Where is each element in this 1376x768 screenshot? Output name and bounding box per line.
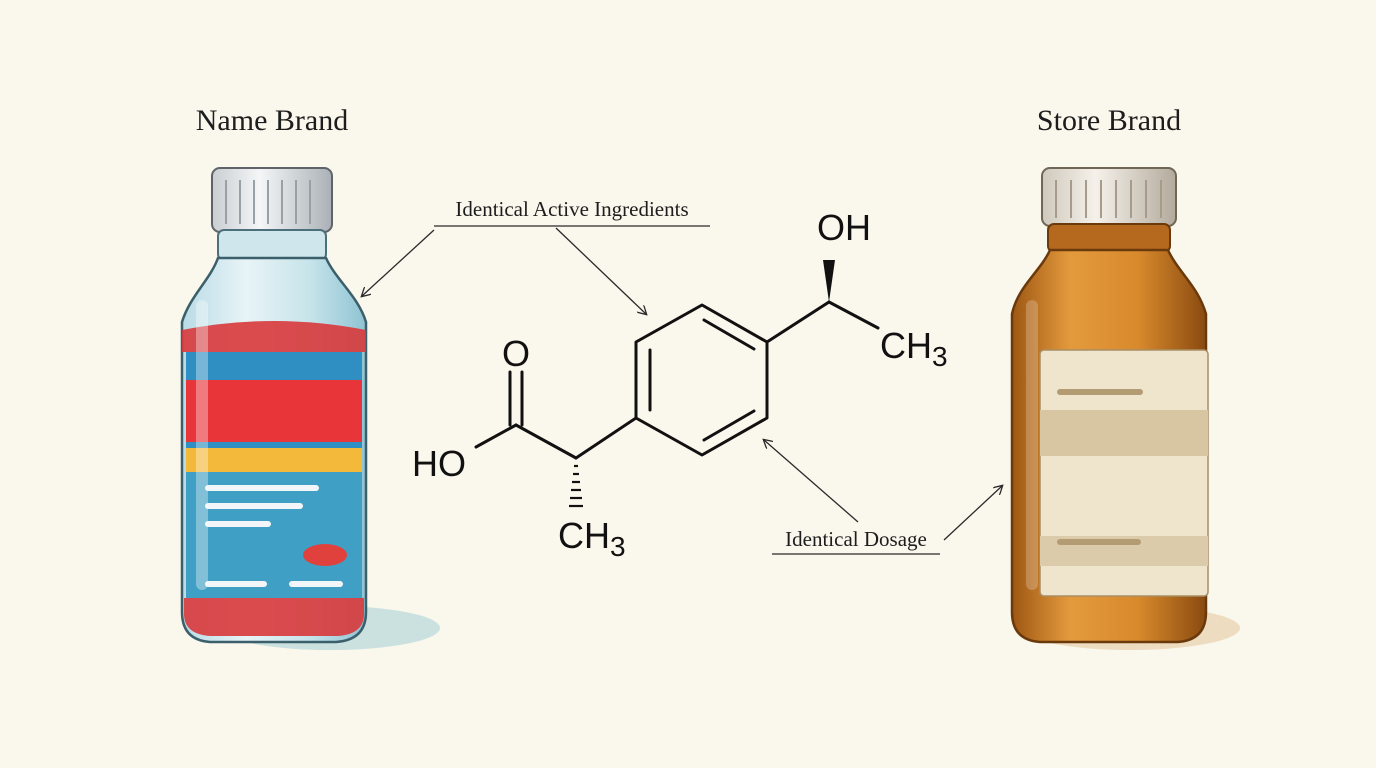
- name-brand-title: Name Brand: [196, 104, 348, 137]
- name-brand-bottle: [180, 167, 440, 650]
- bottle-neck: [1047, 223, 1171, 253]
- arrow-to-molecule-top: [555, 227, 646, 314]
- arrow-to-store-brand: [943, 486, 1002, 541]
- benzene-ring: [634, 303, 769, 457]
- active-ingredients-label: Identical Active Ingredients: [455, 197, 688, 221]
- bond-to-ch3: [827, 300, 880, 330]
- bottle-cap: [211, 167, 333, 233]
- hashed-bond: [569, 464, 583, 508]
- bond-alpha-to-carbonyl: [514, 423, 578, 460]
- bond-to-ho: [474, 423, 518, 449]
- bond-ring-to-alpha: [574, 416, 638, 460]
- ch3-right-label: CH3: [880, 325, 948, 372]
- store-brand-bottle: [1010, 167, 1240, 650]
- arrow-to-molecule-ring: [764, 440, 859, 523]
- ho-left-label: HO: [412, 443, 466, 484]
- dosage-label: Identical Dosage: [785, 527, 927, 551]
- store-brand-title: Store Brand: [1037, 104, 1181, 137]
- wedge-bond: [823, 260, 835, 302]
- bond-ring-to-chiral: [765, 300, 831, 344]
- oh-top-label: OH: [817, 207, 871, 248]
- bottle-cap: [1041, 167, 1177, 227]
- molecule-structure: [474, 300, 880, 460]
- bottle-neck: [217, 229, 327, 261]
- carbonyl-o-label: O: [502, 333, 530, 374]
- ch3-bottom-label: CH3: [558, 515, 626, 562]
- arrow-to-name-brand: [362, 229, 435, 296]
